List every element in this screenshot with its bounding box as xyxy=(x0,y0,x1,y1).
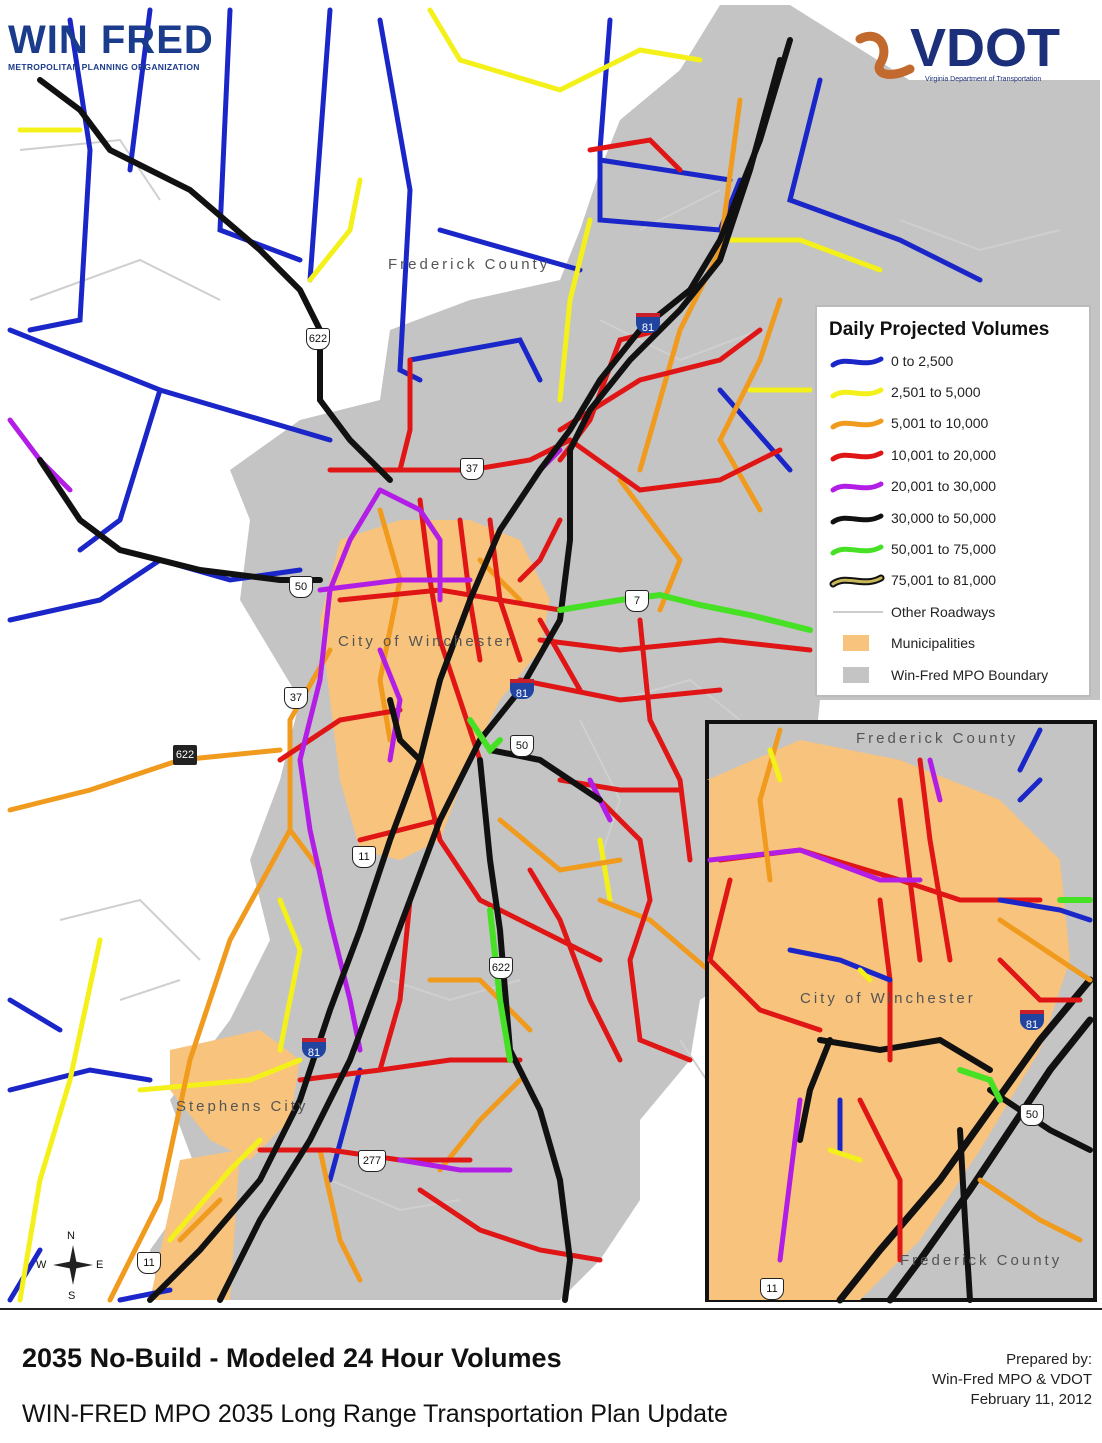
inset-map xyxy=(705,720,1097,1304)
legend-item-label: 20,001 to 30,000 xyxy=(891,478,997,495)
legend-item: 2,501 to 5,000 xyxy=(829,376,1079,407)
route-622-south-shield: 622 xyxy=(489,957,513,979)
legend-item-label: 75,001 to 81,000 xyxy=(891,572,997,589)
legend-item-label: 5,001 to 10,000 xyxy=(891,415,989,432)
legend-item-label: Municipalities xyxy=(891,635,976,652)
vdot-swoosh-icon xyxy=(855,32,915,79)
legend-item-label: 10,001 to 20,000 xyxy=(891,446,997,463)
legend-swatch xyxy=(830,481,884,493)
legend-title: Daily Projected Volumes xyxy=(829,319,1050,340)
inset-county-label-top: Frederick County xyxy=(856,730,1019,747)
route-622-shield: 622 xyxy=(306,328,330,350)
route-37-shield: 37 xyxy=(460,458,484,480)
i81-center-shield: 81 xyxy=(510,679,534,700)
credit-line-1: Prepared by: xyxy=(1006,1351,1092,1368)
legend-swatch xyxy=(830,387,884,399)
inset-county-label-bottom: Frederick County xyxy=(900,1252,1063,1269)
legend-item: 10,001 to 20,000 xyxy=(829,439,1079,470)
legend-swatch xyxy=(829,574,885,588)
legend-swatch xyxy=(843,635,869,652)
legend-item: 75,001 to 81,000 xyxy=(829,565,1079,596)
inset-route-11-shield: 11 xyxy=(760,1278,784,1300)
roads-vol-30000-50000 xyxy=(37,37,793,1303)
city-label: City of Winchester xyxy=(338,633,514,650)
legend-item: 20,001 to 30,000 xyxy=(829,471,1079,502)
legend-item-label: 50,001 to 75,000 xyxy=(891,541,997,558)
winfred-logo: WIN FRED METROPOLITAN PLANNING ORGANIZAT… xyxy=(8,18,280,82)
map-title: 2035 No-Build - Modeled 24 Hour Volumes xyxy=(22,1343,562,1373)
compass-rose xyxy=(53,1245,93,1285)
winfred-brand: WIN FRED xyxy=(8,18,214,62)
legend-item-label: Other Roadways xyxy=(891,603,996,620)
winfred-subtitle: METROPOLITAN PLANNING ORGANIZATION xyxy=(8,62,200,72)
map-legend: Daily Projected Volumes 0 to 2,500 2,501 … xyxy=(815,305,1091,697)
credit-line-3: February 11, 2012 xyxy=(970,1391,1092,1408)
roads-vol-5001-10000 xyxy=(7,97,783,1303)
route-277-shield: 277 xyxy=(358,1150,386,1172)
legend-swatch xyxy=(843,666,869,683)
legend-item: 5,001 to 10,000 xyxy=(829,408,1079,439)
legend-swatch xyxy=(830,418,884,430)
legend-item-label: 30,000 to 50,000 xyxy=(891,509,997,526)
route-11-south-shield: 11 xyxy=(137,1252,161,1274)
legend-swatch xyxy=(830,513,884,525)
compass-s: S xyxy=(68,1290,76,1302)
legend-item-label: 0 to 2,500 xyxy=(891,352,954,369)
inset-i81-shield: 81 xyxy=(1020,1010,1044,1031)
compass-n: N xyxy=(67,1230,75,1242)
route-50-shield: 50 xyxy=(289,576,313,598)
legend-swatch xyxy=(830,544,884,556)
inset-city-label: City of Winchester xyxy=(800,990,976,1007)
inset-route-50-shield: 50 xyxy=(1020,1104,1044,1126)
i81-north-shield: 81 xyxy=(636,313,660,334)
route-7-shield: 7 xyxy=(625,590,649,612)
legend-item-label: 2,501 to 5,000 xyxy=(891,384,981,401)
legend-item: 30,000 to 50,000 xyxy=(829,502,1079,533)
legend-item: Municipalities xyxy=(829,628,1079,659)
legend-item: Other Roadways xyxy=(829,596,1079,627)
vdot-logo: VDOT Virginia Department of Transportati… xyxy=(855,18,1095,92)
route-11-shield: 11 xyxy=(352,846,376,868)
route-37-west-shield: 37 xyxy=(284,687,308,709)
legend-item-label: Win-Fred MPO Boundary xyxy=(891,666,1049,683)
vdot-subtitle: Virginia Department of Transportation xyxy=(925,76,1042,83)
legend-swatch xyxy=(830,450,884,462)
i81-south-shield: 81 xyxy=(302,1038,326,1059)
legend-swatch xyxy=(830,356,884,368)
map-subtitle: WIN-FRED MPO 2035 Long Range Transportat… xyxy=(22,1400,728,1428)
credit-line-2: Win-Fred MPO & VDOT xyxy=(931,1371,1092,1388)
credit-block: Prepared by: Win-Fred MPO & VDOT Februar… xyxy=(932,1350,1092,1410)
county-label-top: Frederick County xyxy=(388,256,551,273)
route-622-west-shield: 622 xyxy=(173,745,197,765)
town-municipality xyxy=(170,1030,300,1160)
roads-vol-2501-5000 xyxy=(17,7,883,1303)
compass-w: W xyxy=(36,1259,47,1271)
legend-swatch xyxy=(833,610,883,613)
legend-item: Win-Fred MPO Boundary xyxy=(829,659,1079,690)
legend-item: 0 to 2,500 xyxy=(829,345,1079,376)
map-panel: WIN FRED METROPOLITAN PLANNING ORGANIZAT… xyxy=(0,5,1102,1310)
legend-item: 50,001 to 75,000 xyxy=(829,533,1079,564)
compass-e: E xyxy=(96,1259,104,1271)
town-label: Stephens City xyxy=(176,1098,309,1115)
vdot-brand: VDOT xyxy=(910,18,1061,78)
route-50-east-shield: 50 xyxy=(510,735,534,757)
legend-items: 0 to 2,500 2,501 to 5,000 5,001 to 10,000 1… xyxy=(829,345,1079,690)
roads-vol-50001-75000 xyxy=(467,591,813,1063)
